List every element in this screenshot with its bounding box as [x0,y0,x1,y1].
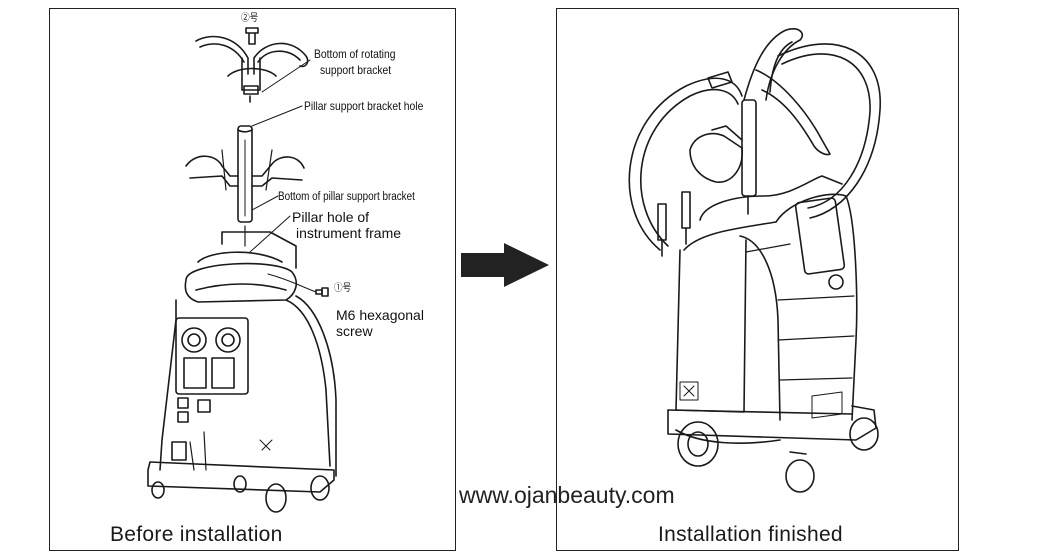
before-installation-panel [49,8,456,551]
label-rotating-bracket-line1: Bottom of rotating [314,47,396,61]
caption-before: Before installation [110,523,283,546]
label-screw-line1: M6 hexagonal [336,307,424,323]
label-pillar-hole: Pillar support bracket hole [304,99,424,113]
rotating-support-bracket [195,35,309,103]
label-screw-line2: screw [336,323,373,339]
instrument-frame-before [147,231,337,513]
screw-2-tag: ②号 [241,13,259,24]
m6-hexagonal-screw-icon [315,287,329,297]
caption-after: Installation finished [658,523,843,546]
machine-installed [628,28,881,493]
right-arrow-icon [461,243,549,287]
installation-finished-panel [556,8,959,551]
watermark-url: www.ojanbeauty.com [459,482,675,508]
label-pillar-bottom: Bottom of pillar support bracket [278,191,415,203]
pillar-support-bracket [185,125,305,247]
label-frame-hole-line1: Pillar hole of [292,209,370,225]
screw-2-icon [245,27,259,45]
label-rotating-bracket-line2: support bracket [320,63,392,77]
screw-1-tag: ①号 [334,283,352,294]
label-frame-hole-line2: instrument frame [296,225,402,241]
